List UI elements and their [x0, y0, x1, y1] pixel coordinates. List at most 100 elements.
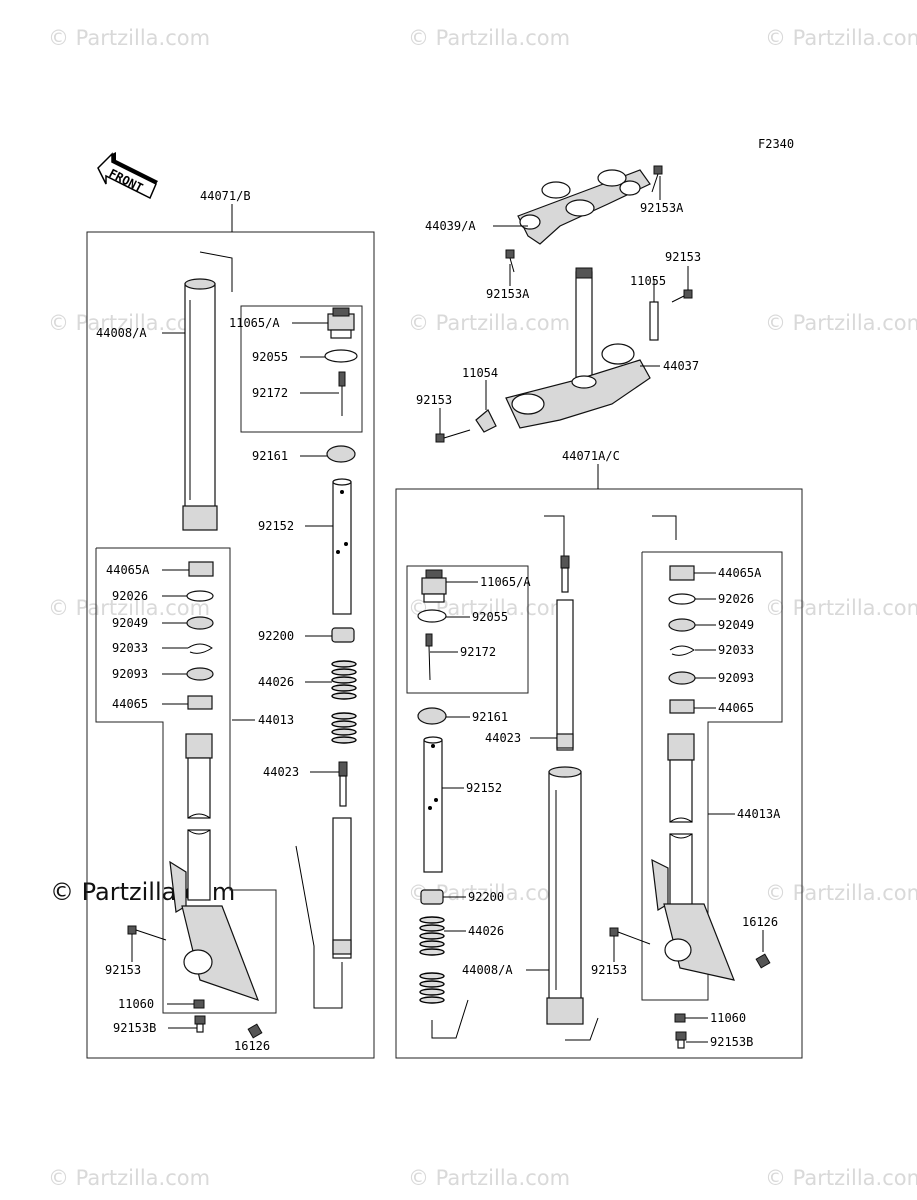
break-line — [565, 1017, 599, 1041]
callout-11065-a-right: 11065/A — [480, 575, 531, 589]
watermark: © Partzilla.com — [48, 311, 210, 335]
right-outer-frame — [395, 488, 803, 1059]
break-line — [431, 999, 469, 1039]
callout-92153-top: 92153 — [665, 250, 701, 264]
callout-92172-left: 92172 — [252, 386, 288, 400]
callout-11055: 11055 — [630, 274, 666, 288]
plate-11054 — [475, 409, 497, 433]
callout-92152-right: 92152 — [466, 781, 502, 795]
callout-92026-left: 92026 — [112, 589, 148, 603]
callout-44039-a: 44039/A — [425, 219, 476, 233]
right-inner-frame — [641, 551, 783, 1001]
dust-seal-92093 — [186, 667, 214, 681]
callout-11060-right: 11060 — [710, 1011, 746, 1025]
washer-92026-right — [668, 593, 696, 605]
front-arrow-icon: FRONT — [97, 152, 158, 200]
stem-bracket-44037 — [505, 267, 651, 429]
callout-11060-left: 11060 — [118, 997, 154, 1011]
oil-seal-92049-right — [668, 618, 696, 632]
outer-tube-44008a — [182, 278, 218, 531]
washer-11060-right — [674, 1013, 686, 1023]
callout-92153b-left: 92153B — [113, 1021, 156, 1035]
upper-bracket-44039a — [517, 169, 651, 245]
spring-44026-right — [419, 916, 445, 1004]
inner-tube-44013a — [651, 733, 735, 981]
right-cap-frame — [406, 565, 529, 694]
left-outer-frame — [86, 231, 375, 1059]
callout-44013a: 44013A — [737, 807, 781, 821]
diagram-code: F2340 — [758, 137, 794, 151]
steering-clamps: 44039/A 92153A 92153A 44037 11055 — [416, 165, 701, 443]
circlip-92033-right — [669, 645, 695, 656]
bolt-92153b — [194, 1015, 206, 1033]
bolt-92153a-upper — [651, 165, 663, 193]
callout-44071-b: 44071/B — [200, 189, 251, 203]
left-inner-frame — [95, 547, 277, 1014]
watermark: © Partzilla.com — [765, 311, 917, 335]
rod-92172-right — [425, 633, 433, 681]
callout-92026-right: 92026 — [718, 592, 754, 606]
callout-44023-right: 44023 — [485, 731, 521, 745]
callout-92153-mid: 92153 — [416, 393, 452, 407]
plate-11055 — [649, 301, 659, 341]
cartridge-44023 — [332, 761, 352, 959]
watermark: © Partzilla.com — [48, 26, 210, 50]
bushing-44065a-right — [669, 565, 695, 581]
callout-16126-left: 16126 — [234, 1039, 270, 1053]
collar-92200-right — [420, 889, 444, 905]
collar-92200 — [331, 627, 355, 643]
watermark: © Partzilla.com — [408, 311, 570, 335]
bolt-92153-right-lower — [609, 927, 651, 945]
bolt-92153-right — [671, 289, 693, 303]
callout-44065-left: 44065 — [112, 697, 148, 711]
left-fork-assembly: 44071/B 44008/A 11065/A 92055 — [86, 189, 375, 1059]
callout-92049-left: 92049 — [112, 616, 148, 630]
washer-11060 — [193, 999, 205, 1009]
callout-92172-right: 92172 — [460, 645, 496, 659]
bleed-screw-16126 — [247, 1023, 263, 1039]
watermark: © Partzilla.com — [765, 26, 917, 50]
callout-92033-right: 92033 — [718, 643, 754, 657]
cartridge-44023-right — [544, 515, 574, 751]
callout-44065a-right: 44065A — [718, 566, 762, 580]
callout-92049-right: 92049 — [718, 618, 754, 632]
inner-tube-44013 — [169, 733, 260, 1001]
bolt-92153b-right — [675, 1031, 687, 1049]
outer-tube-44008a-right — [546, 766, 584, 1025]
collar-92161 — [326, 445, 356, 463]
callout-44065-right: 44065 — [718, 701, 754, 715]
callout-92033-left: 92033 — [112, 641, 148, 655]
collar-92161-right — [417, 707, 447, 725]
watermark: © Partzilla.com — [765, 1166, 917, 1190]
bushing-44065a — [188, 561, 214, 577]
callout-44026-left: 44026 — [258, 675, 294, 689]
callout-92153-right: 92153 — [591, 963, 627, 977]
circlip-92033 — [187, 643, 213, 654]
left-cap-frame — [240, 305, 363, 433]
watermark: © Partzilla.com — [48, 1166, 210, 1190]
dust-seal-92093-right — [668, 671, 696, 685]
bolt-92153 — [127, 925, 167, 941]
callout-92055-left: 92055 — [252, 350, 288, 364]
callout-92200-left: 92200 — [258, 629, 294, 643]
callout-92153a-lower: 92153A — [486, 287, 530, 301]
callout-11054: 11054 — [462, 366, 498, 380]
bleed-screw-16126-right — [755, 953, 771, 969]
callout-92055-right: 92055 — [472, 610, 508, 624]
callout-92152-left: 92152 — [258, 519, 294, 533]
washer-92026 — [186, 590, 214, 602]
cap-bolt-11065a-right — [421, 569, 447, 603]
watermark: © Partzilla.com — [48, 596, 210, 620]
right-fork-assembly: 44071A/C 11065/A 92055 92172 92161 — [395, 449, 803, 1059]
rod-92172 — [338, 371, 346, 416]
callout-92153-left: 92153 — [105, 963, 141, 977]
oil-seal-92049 — [186, 616, 214, 630]
callout-92200-right: 92200 — [468, 890, 504, 904]
callout-92093-left: 92093 — [112, 667, 148, 681]
callout-44023-left: 44023 — [263, 765, 299, 779]
o-ring-92055-right — [417, 609, 447, 623]
pipe-92152-right — [423, 736, 443, 873]
break-line — [295, 845, 343, 1009]
watermark: © Partzilla.com — [765, 596, 917, 620]
spring-44026 — [331, 657, 357, 749]
